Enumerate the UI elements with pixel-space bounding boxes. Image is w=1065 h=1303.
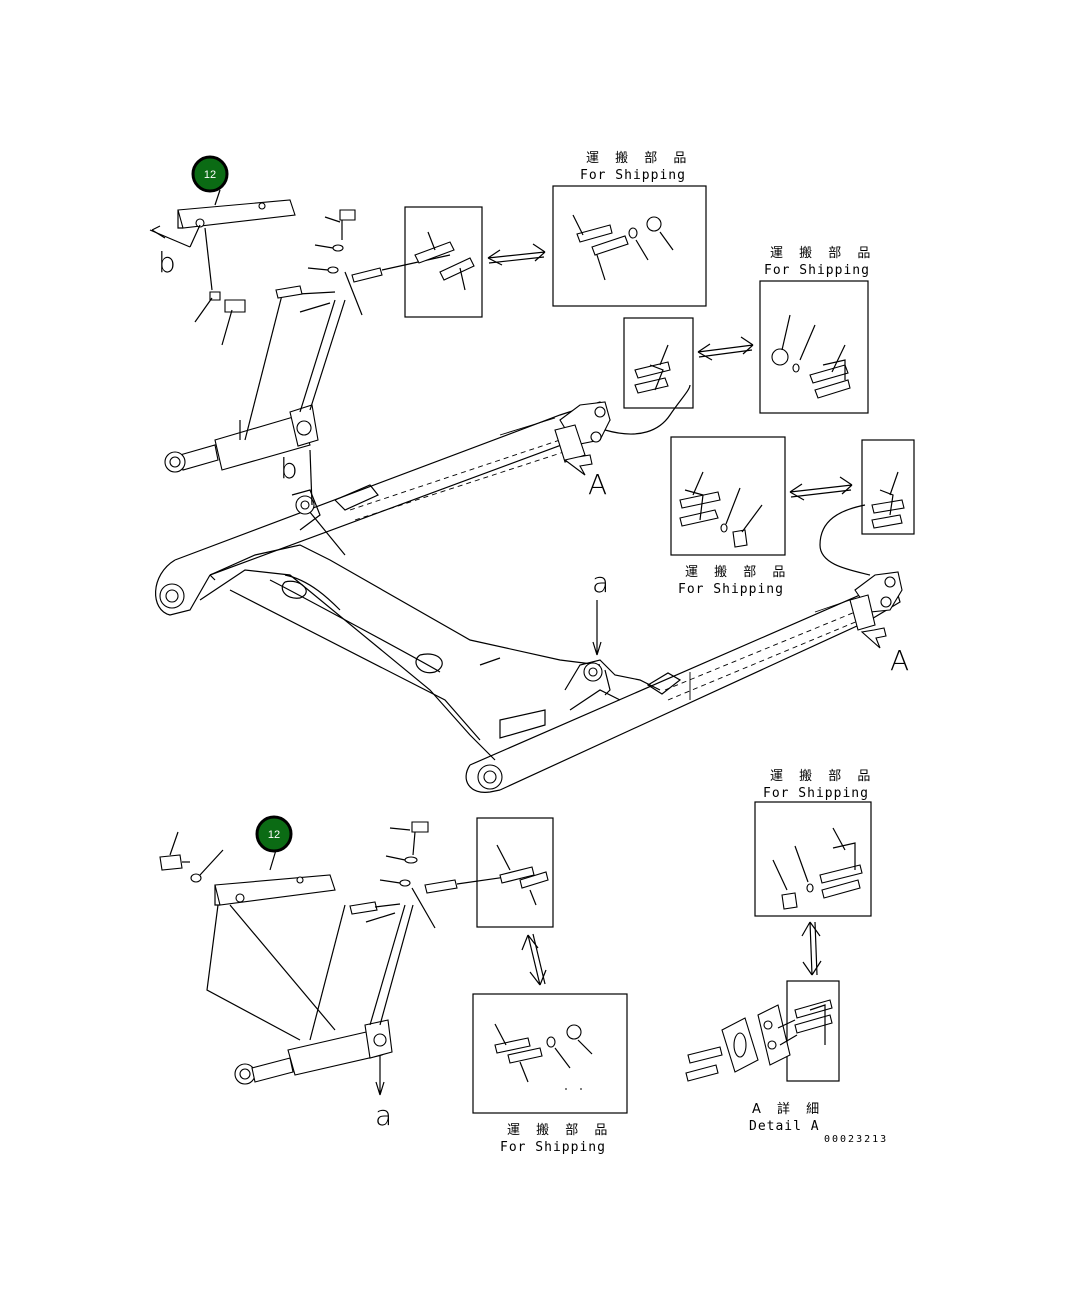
view-label-a: a xyxy=(375,1099,392,1132)
drawing-number: 00023213 xyxy=(824,1134,888,1145)
shipping-label-en: For Shipping xyxy=(763,786,869,801)
shipping-label-en: For Shipping xyxy=(678,582,784,597)
shipping-label-jp: 運 搬 部 品 xyxy=(507,1123,613,1138)
view-label-A: A xyxy=(890,644,909,677)
shipping-label-jp: 運 搬 部 品 xyxy=(685,565,791,580)
transfer-arrows xyxy=(487,243,853,986)
shipping-label-en: For Shipping xyxy=(764,263,870,278)
shipping-label-en: For Shipping xyxy=(580,168,686,183)
shipping-box-right xyxy=(759,280,869,414)
arrow-a xyxy=(592,600,602,656)
shipping-label-jp: 運 搬 部 品 xyxy=(770,769,876,784)
labels: 運 搬 部 品 For Shipping 運 搬 部 品 For Shippin… xyxy=(158,151,909,1155)
detail-box-4 xyxy=(476,817,554,928)
detail-a xyxy=(685,980,840,1082)
callout-12[interactable]: 12 xyxy=(191,155,229,193)
shipping-box-bottom xyxy=(472,993,628,1114)
callout-12[interactable]: 12 xyxy=(255,815,293,853)
shipping-box-mid xyxy=(670,436,786,556)
callout-number: 12 xyxy=(204,169,216,181)
detail-label-jp: A 詳 細 xyxy=(752,1101,825,1117)
shipping-label-en: For Shipping xyxy=(500,1140,606,1155)
detail-box-3 xyxy=(861,439,915,535)
shipping-label-jp: 運 搬 部 品 xyxy=(586,151,692,166)
lower-assembly xyxy=(159,821,521,1096)
view-label-b: b xyxy=(280,452,298,485)
detail-label-en: Detail A xyxy=(749,1119,820,1134)
view-label-A: A xyxy=(588,468,607,501)
shipping-box-top xyxy=(552,185,707,307)
upper-bracket-12 xyxy=(149,189,451,346)
shipping-label-jp: 運 搬 部 品 xyxy=(770,246,876,261)
view-label-b: b xyxy=(158,246,176,279)
main-frame xyxy=(155,384,903,793)
shipping-box-bottom-right xyxy=(754,801,872,917)
upper-cylinder xyxy=(164,291,346,506)
callout-number: 12 xyxy=(268,829,280,841)
detail-box-2 xyxy=(623,317,694,409)
view-label-a: a xyxy=(592,566,609,599)
detail-box-1 xyxy=(404,206,483,318)
